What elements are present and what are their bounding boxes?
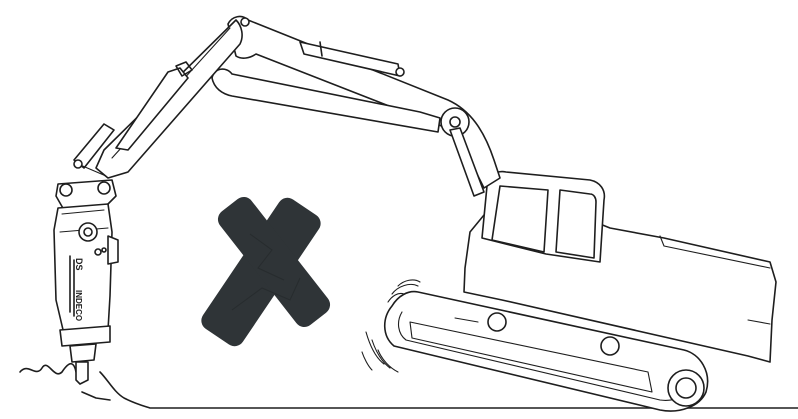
excavator-boom (212, 17, 500, 196)
excavator-arm (74, 20, 242, 178)
prohibition-x-mark (197, 193, 334, 350)
breaker-brand-label: INDECO (74, 290, 83, 321)
hydraulic-breaker: DS INDECO (54, 180, 118, 384)
breaker-model-label: DS (74, 258, 84, 271)
